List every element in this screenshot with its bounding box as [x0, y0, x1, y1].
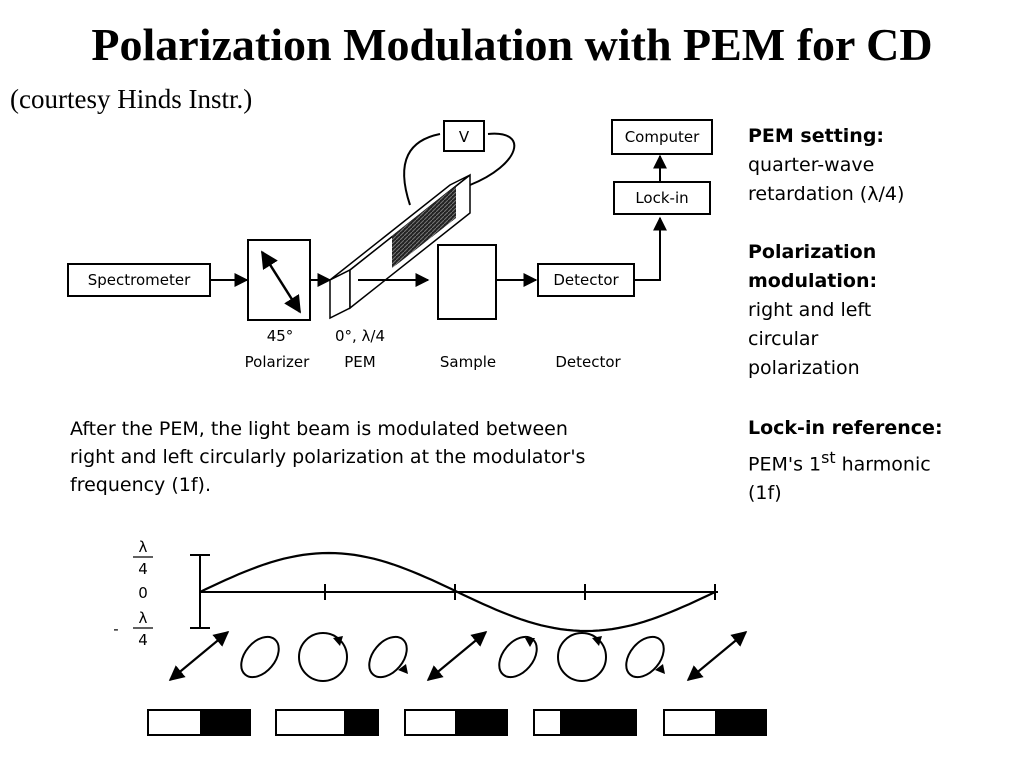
y-bottom-denominator: 4	[138, 631, 148, 649]
lockin-superscript: st	[821, 448, 836, 467]
circular-polarization-icon	[298, 632, 348, 682]
pem-setting-note: PEM setting: quarter-wave retardation (λ…	[748, 122, 904, 209]
description-line: right and left circularly polarization a…	[70, 446, 586, 468]
polarizer-axis-arrow	[260, 250, 302, 314]
y-top-denominator: 4	[138, 560, 148, 578]
polarizer-caption: Polarizer	[245, 353, 310, 371]
lockin-line: PEM's 1	[748, 453, 822, 476]
sample-box	[437, 244, 497, 320]
lockin-label: Lock-in	[635, 189, 688, 207]
detector-box: Detector	[537, 263, 635, 297]
lockin-line: harmonic	[835, 453, 931, 476]
lockin-heading: Lock-in reference:	[748, 417, 943, 439]
modulation-note: Polarization modulation: right and left …	[748, 238, 877, 383]
spectrometer-label: Spectrometer	[88, 271, 191, 289]
polarization-states	[168, 631, 748, 682]
signal-arrow	[634, 216, 667, 281]
pem-setting-line: quarter-wave	[748, 154, 875, 176]
elliptical-polarization-icon	[368, 635, 408, 679]
description-line: After the PEM, the light beam is modulat…	[70, 418, 568, 440]
linear-polarization-arrow	[426, 631, 488, 681]
pem-transducer	[392, 230, 400, 268]
linear-polarization-arrow	[686, 631, 748, 681]
elliptical-polarization-icon	[625, 635, 665, 679]
y-top-numerator: λ	[139, 538, 148, 556]
pem-setting-heading: PEM setting:	[748, 125, 885, 147]
modulation-line: polarization	[748, 357, 860, 379]
elliptical-polarization-icon	[498, 635, 538, 679]
pem-caption: PEM	[344, 353, 375, 371]
computer-label: Computer	[625, 128, 700, 146]
y-bottom-numerator: λ	[139, 609, 148, 627]
polarizer-angle-caption: 45°	[267, 327, 294, 345]
subtitle: (courtesy Hinds Instr.)	[10, 84, 253, 114]
retardation-plot: λ 4 0 - λ 4	[113, 538, 718, 649]
circular-polarization-icon	[557, 632, 607, 682]
page-title: Polarization Modulation with PEM for CD	[91, 19, 933, 70]
voltage-wire-right	[469, 132, 516, 186]
modulation-line: right and left	[748, 299, 872, 321]
y-bottom-sign: -	[113, 620, 118, 638]
modulation-line: circular	[748, 328, 819, 350]
lockin-box: Lock-in	[613, 181, 711, 215]
voltage-wire-left	[403, 133, 441, 206]
detector-caption: Detector	[555, 353, 621, 371]
voltage-box: V	[443, 120, 485, 152]
description-paragraph: After the PEM, the light beam is modulat…	[70, 415, 710, 499]
linear-polarization-arrow	[168, 631, 230, 681]
computer-box: Computer	[611, 119, 713, 155]
pem-setting-caption: 0°, λ/4	[335, 327, 385, 345]
y-zero-label: 0	[138, 584, 148, 602]
lockin-line: (1f)	[748, 482, 782, 505]
spectrometer-box: Spectrometer	[67, 263, 211, 297]
elliptical-polarization-icon	[240, 635, 280, 679]
modulation-heading: modulation:	[748, 270, 878, 292]
detector-label: Detector	[553, 271, 619, 289]
sample-caption: Sample	[440, 353, 496, 371]
modulation-heading: Polarization	[748, 241, 877, 263]
lockin-note: Lock-in reference: PEM's 1st harmonic (1…	[748, 414, 943, 508]
voltage-label: V	[459, 128, 470, 146]
retardation-curve	[199, 551, 716, 633]
polarizer	[247, 239, 311, 321]
pem-modulator	[329, 173, 471, 320]
description-line: frequency (1f).	[70, 474, 211, 496]
pem-setting-line: retardation (λ/4)	[748, 183, 905, 205]
signal-bars	[147, 709, 767, 736]
